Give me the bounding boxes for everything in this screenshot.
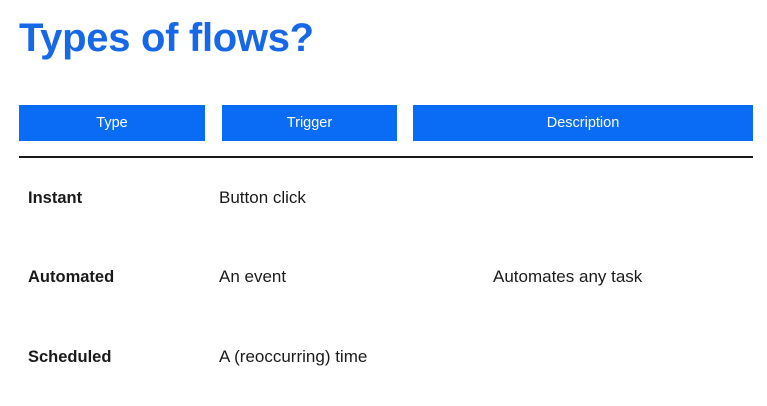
- table-header-row: Type Trigger Description: [0, 105, 767, 141]
- table-header-divider: [19, 156, 753, 158]
- table-cell-type: Instant: [28, 189, 83, 207]
- table-row: Automated An event Automates any task: [0, 257, 767, 297]
- table-cell-type: Automated: [28, 268, 115, 286]
- table-header-cell-description: Description: [413, 105, 753, 141]
- table-cell-description: Automates any task: [493, 267, 643, 286]
- table-cell-type: Scheduled: [28, 348, 112, 366]
- table-cell-trigger: An event: [219, 267, 287, 286]
- table-cell-description: [493, 178, 755, 218]
- table-row: Scheduled A (reoccurring) time: [0, 337, 767, 377]
- table-cell-description: [493, 337, 755, 377]
- table-cell-trigger: Button click: [219, 188, 306, 207]
- table-header-cell-trigger: Trigger: [222, 105, 397, 141]
- table-row: Instant Button click: [0, 178, 767, 218]
- table-cell-trigger: A (reoccurring) time: [219, 347, 368, 366]
- page-title: Types of flows?: [19, 16, 314, 60]
- table-header-cell-type: Type: [19, 105, 205, 141]
